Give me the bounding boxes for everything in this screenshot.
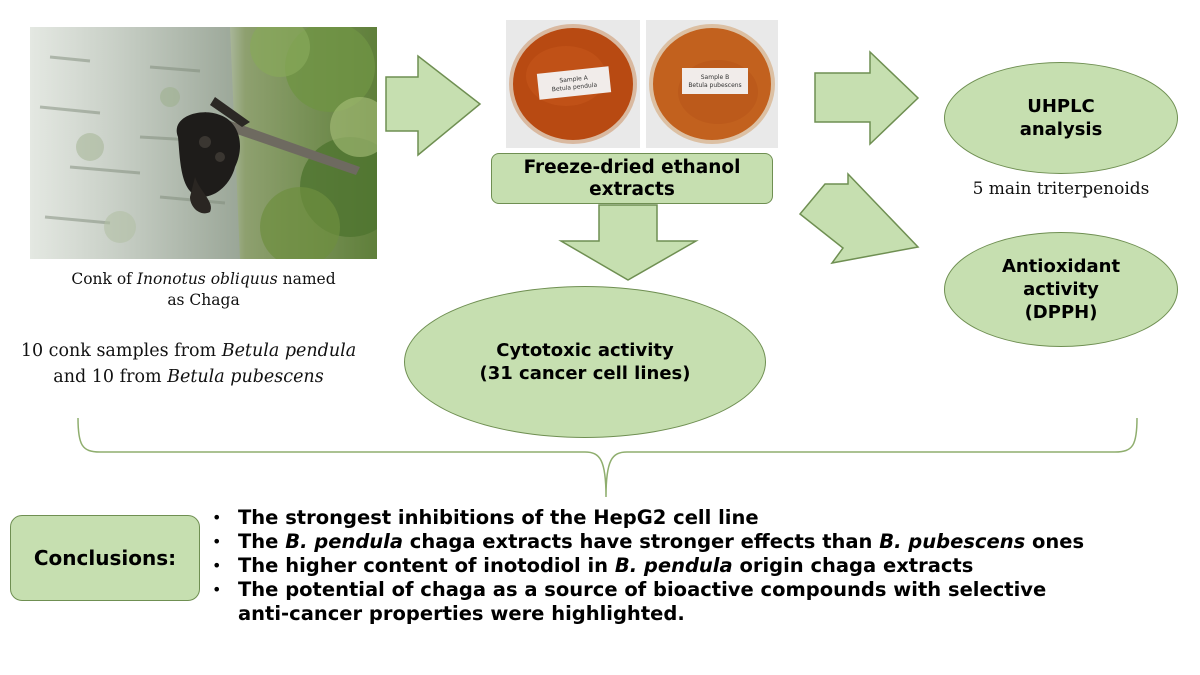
dish-photo-pendula: Sample A Betula pendula <box>506 20 640 148</box>
arrow-to-antioxidant <box>798 172 920 265</box>
uhplc-ellipse: UHPLC analysis <box>944 62 1178 174</box>
conclusions-list: The strongest inhibitions of the HepG2 c… <box>212 506 1084 626</box>
bracket-brace <box>77 417 1138 498</box>
dish-label-right-2: Betula pubescens <box>688 82 741 89</box>
triterpenoids-note: 5 main triterpenoids <box>972 179 1150 199</box>
conclusion-item: The higher content of inotodiol in B. pe… <box>212 554 1084 578</box>
arrow-to-cytotoxic <box>558 204 699 281</box>
arrow-to-extracts <box>385 54 482 157</box>
dish-label-left-2: Betula pendula <box>551 82 597 94</box>
conclusion-item: The potential of chaga as a source of bi… <box>212 578 1084 626</box>
conclusion-item: The B. pendula chaga extracts have stron… <box>212 530 1084 554</box>
antioxidant-ellipse: Antioxidant activity (DPPH) <box>944 232 1178 347</box>
dish-label-right-1: Sample B <box>701 74 730 81</box>
conclusion-item: The strongest inhibitions of the HepG2 c… <box>212 506 1084 530</box>
conclusions-label: Conclusions: <box>10 515 200 601</box>
extracts-box: Freeze-dried ethanol extracts <box>491 153 773 204</box>
cytotoxic-ellipse: Cytotoxic activity (31 cancer cell lines… <box>404 286 766 438</box>
photo-caption: Conk of Inonotus obliquus named as Chaga <box>71 270 336 309</box>
dish-label-left-1: Sample A <box>559 74 589 84</box>
arrow-to-uhplc <box>814 50 920 146</box>
samples-text: 10 conk samples from Betula pendula and … <box>20 341 357 387</box>
chaga-photo <box>30 27 377 259</box>
dish-photo-pubescens: Sample B Betula pubescens <box>646 20 778 148</box>
